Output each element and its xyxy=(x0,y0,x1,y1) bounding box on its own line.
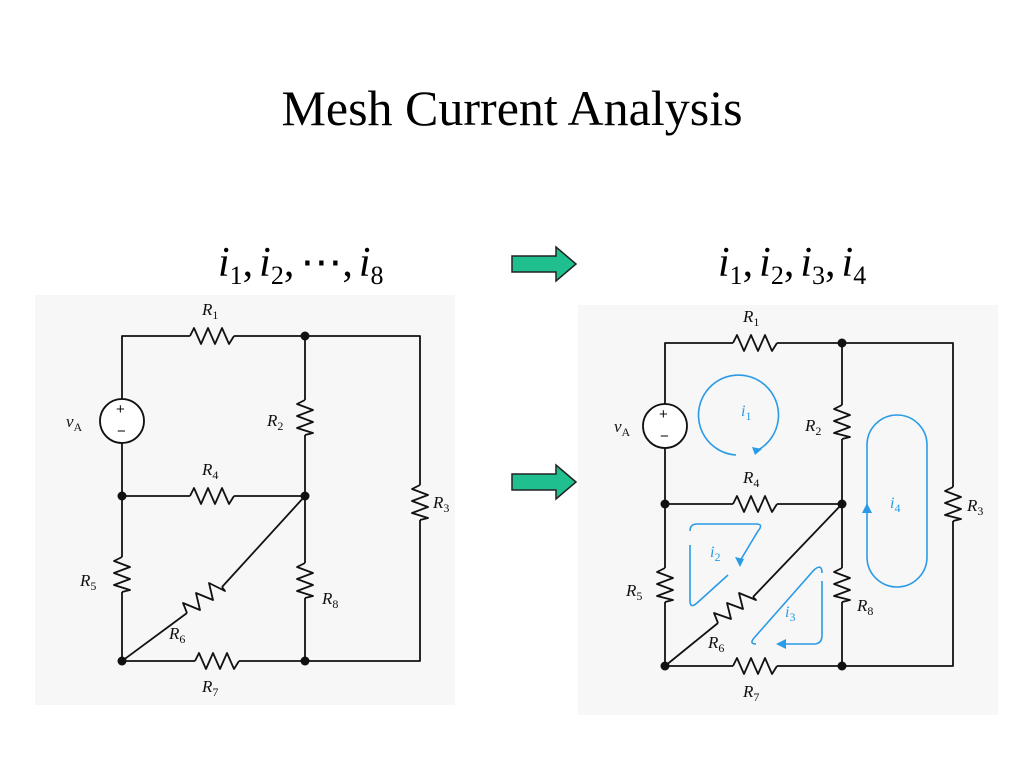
resistor-r7 xyxy=(732,657,778,675)
voltage-source xyxy=(642,403,688,449)
right-arrow-icon xyxy=(511,463,578,501)
source-minus-sign: − xyxy=(660,428,669,445)
circuit-diagram-meshes: + − i1 i2 i3 i4 vA R1 R2 R3 R4 R5 R6 R7 … xyxy=(578,305,998,715)
mesh-loop-i2 xyxy=(689,545,729,607)
mesh-arrow-i3 xyxy=(776,639,786,649)
node-dot xyxy=(660,661,670,671)
r4-label: R4 xyxy=(742,468,759,490)
r3-label: R3 xyxy=(432,493,449,515)
node-dot xyxy=(837,338,847,348)
r7-label: R7 xyxy=(201,677,218,699)
circuit-panel xyxy=(35,295,455,705)
mesh-loop-i1 xyxy=(697,374,780,456)
wire xyxy=(305,520,421,662)
circuit-panel xyxy=(578,305,998,715)
r5-label: R5 xyxy=(625,581,642,603)
right-arrow-icon xyxy=(511,245,578,283)
mesh-label-i4: i4 xyxy=(890,495,900,515)
eq-var: i xyxy=(218,240,230,286)
source-label: vA xyxy=(614,417,631,439)
node-dot xyxy=(300,491,310,501)
node-dot xyxy=(837,499,847,509)
mesh-arrow-i4 xyxy=(862,503,872,513)
slide-title: Mesh Current Analysis xyxy=(281,80,743,136)
mesh-loop-i4 xyxy=(866,414,928,588)
node-dot xyxy=(117,491,127,501)
eq-var: i xyxy=(718,240,730,286)
source-plus-sign: + xyxy=(116,401,125,418)
r4-label: R4 xyxy=(201,460,218,482)
r1-label: R1 xyxy=(742,307,759,329)
wire xyxy=(842,521,954,667)
eq-var: i xyxy=(259,240,271,286)
node-dot xyxy=(660,499,670,509)
resistor-r6 xyxy=(713,592,757,624)
resistor-r1 xyxy=(732,334,778,352)
eq-sub: 2 xyxy=(770,261,784,290)
mesh-loop-i3 xyxy=(782,581,823,645)
node-dot xyxy=(837,661,847,671)
resistor-r3 xyxy=(944,486,962,522)
source-plus-sign: + xyxy=(659,406,668,423)
resistor-r4 xyxy=(189,487,235,505)
resistor-r8 xyxy=(833,567,851,603)
r2-label: R2 xyxy=(266,411,283,433)
eq-sub: 8 xyxy=(370,261,384,290)
source-minus-sign: − xyxy=(117,423,126,440)
eq-sub: 1 xyxy=(229,261,243,290)
node-dot xyxy=(117,656,127,666)
mesh-label-i1: i1 xyxy=(741,403,751,423)
r2-label: R2 xyxy=(804,416,821,438)
r6-label: R6 xyxy=(707,633,724,655)
mesh-label-i3: i3 xyxy=(785,604,795,624)
wire xyxy=(752,503,843,598)
eq-sub: 1 xyxy=(729,261,743,290)
eq-ellipsis: ⋯ xyxy=(300,240,343,286)
eq-sub: 4 xyxy=(853,261,867,290)
mesh-loop-i2 xyxy=(689,523,762,562)
r8-label: R8 xyxy=(321,589,338,611)
r8-label: R8 xyxy=(856,596,873,618)
wire xyxy=(234,335,421,485)
wire xyxy=(121,335,190,400)
mesh-label-i2: i2 xyxy=(710,544,720,564)
resistor-r2 xyxy=(833,404,851,440)
voltage-source xyxy=(99,398,145,444)
wire xyxy=(221,495,306,588)
wire xyxy=(664,622,719,667)
equation-mesh-currents: i1,i2,i3,i4 xyxy=(718,240,867,290)
resistor-r4 xyxy=(732,495,778,513)
r7-label: R7 xyxy=(742,682,759,704)
resistor-r3 xyxy=(411,484,429,521)
wire xyxy=(777,342,954,487)
resistor-r5 xyxy=(113,556,131,593)
resistor-r5 xyxy=(656,567,674,603)
eq-var: i xyxy=(358,240,371,286)
wire xyxy=(121,612,188,662)
resistor-r8 xyxy=(296,562,314,599)
circuit-diagram-branches: + − vA R1 R2 R3 R4 R5 R6 R7 R8 xyxy=(35,295,455,705)
eq-sub: 2 xyxy=(270,261,284,290)
eq-var: i xyxy=(759,240,771,286)
node-dot xyxy=(300,656,310,666)
resistor-r7 xyxy=(194,652,240,670)
node-dot xyxy=(300,331,310,341)
mesh-loop-i3 xyxy=(751,566,823,645)
eq-var: i xyxy=(841,240,854,286)
eq-sub: 3 xyxy=(812,261,826,290)
resistor-r2 xyxy=(296,399,314,436)
resistor-r6 xyxy=(182,582,226,614)
r5-label: R5 xyxy=(79,571,96,593)
wire xyxy=(664,342,733,405)
equation-all-branch-currents: i1,i2,⋯,i8 xyxy=(218,240,384,290)
r6-label: R6 xyxy=(168,624,185,646)
source-label: vA xyxy=(66,412,83,434)
eq-var: i xyxy=(800,240,813,286)
r1-label: R1 xyxy=(201,300,218,322)
resistor-r1 xyxy=(189,327,235,345)
mesh-arrow-i2 xyxy=(735,557,744,567)
r3-label: R3 xyxy=(966,496,983,518)
mesh-arrow-i1 xyxy=(752,447,762,455)
